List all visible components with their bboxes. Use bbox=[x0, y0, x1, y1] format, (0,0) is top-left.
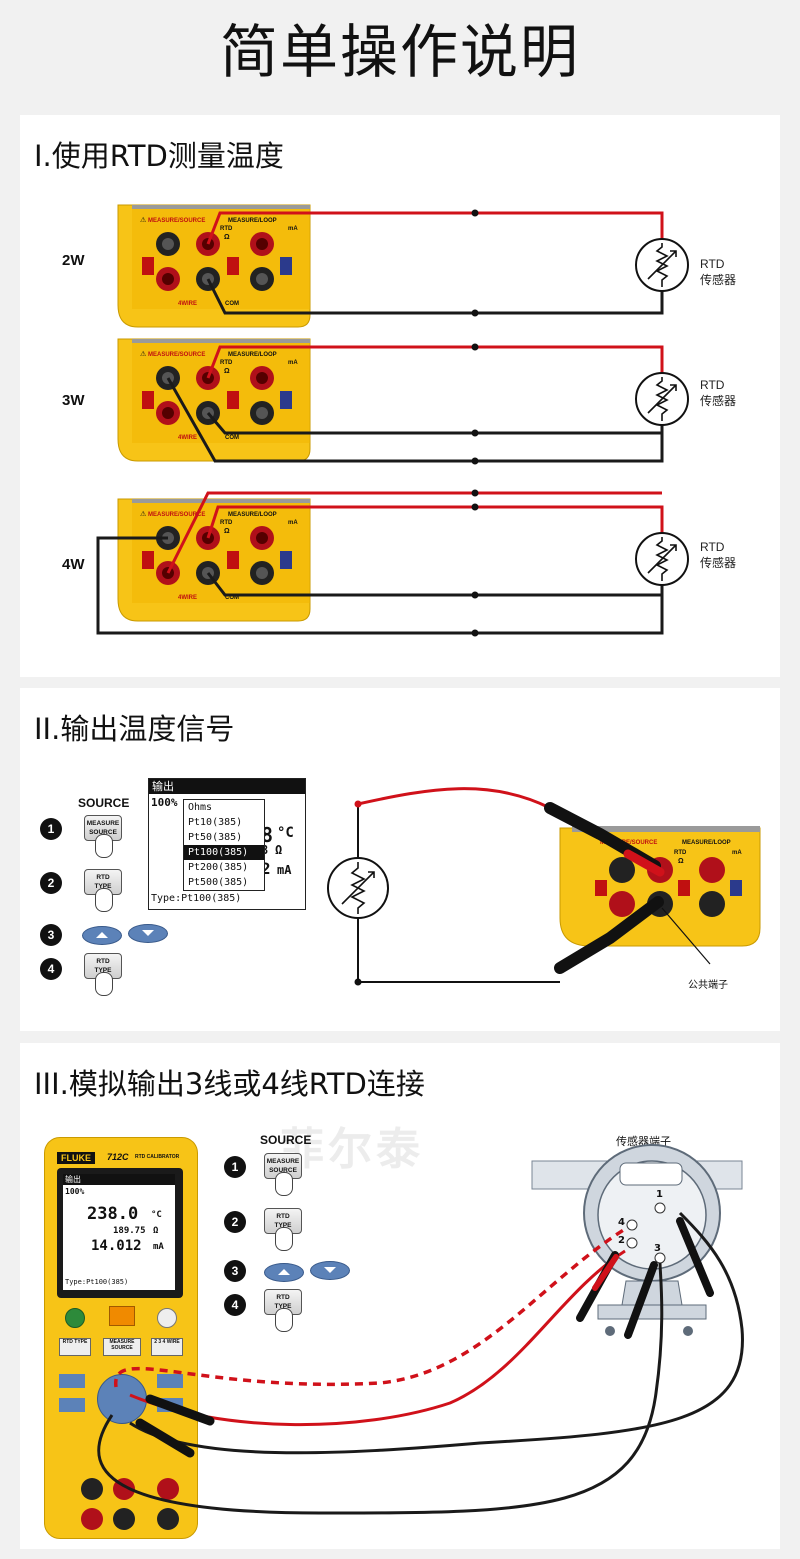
menu-item[interactable]: Pt10(385) bbox=[188, 817, 243, 828]
terminal-3: 3 bbox=[654, 1243, 661, 1254]
svg-text:mA: mA bbox=[732, 850, 742, 856]
lcd-percent: 100% bbox=[151, 796, 178, 809]
source-label: SOURCE bbox=[78, 796, 130, 810]
device-lcd-header: 输出 bbox=[63, 1174, 175, 1185]
menu-item[interactable]: Ohms bbox=[188, 802, 213, 813]
backlight-button[interactable] bbox=[157, 1308, 177, 1328]
lcd-header: 输出 bbox=[149, 779, 305, 794]
svg-text:RTD: RTD bbox=[674, 850, 687, 856]
device-lcd: 输出 100% 238.0 °C 189.75 Ω 14.012 mA Type… bbox=[63, 1174, 175, 1290]
device-ma-value: 14.012 bbox=[91, 1238, 142, 1254]
lcd-footer: Type:Pt100(385) bbox=[151, 893, 242, 904]
menu-item-selected[interactable]: Pt100(385) bbox=[184, 845, 264, 860]
svg-text:MEASURE/LOOP: MEASURE/LOOP bbox=[682, 840, 731, 846]
chevron-down-icon bbox=[142, 930, 154, 936]
side-key[interactable] bbox=[157, 1374, 183, 1388]
jack-red bbox=[157, 1478, 179, 1500]
svg-text:Ω: Ω bbox=[678, 858, 684, 865]
down-arrow-key[interactable] bbox=[310, 1261, 350, 1280]
row-label-3w: 3W bbox=[62, 392, 85, 409]
function-button[interactable] bbox=[109, 1306, 135, 1326]
chevron-up-icon bbox=[96, 932, 108, 938]
step-4: 4 bbox=[40, 958, 62, 980]
brand-logo: FLUKE bbox=[57, 1152, 95, 1164]
model-number: 712C bbox=[107, 1152, 129, 1162]
jack-black bbox=[113, 1508, 135, 1530]
finger-icon bbox=[95, 972, 113, 996]
step-2: 2 bbox=[224, 1211, 246, 1233]
step-2: 2 bbox=[40, 872, 62, 894]
device-screen-frame: 输出 100% 238.0 °C 189.75 Ω 14.012 mA Type… bbox=[57, 1168, 183, 1298]
rtd-type-menu[interactable]: Ohms Pt10(385) Pt50(385) Pt100(385) Pt20… bbox=[183, 799, 265, 891]
sensor-wiring-diagram bbox=[97, 1144, 744, 1515]
power-button[interactable] bbox=[65, 1308, 85, 1328]
chevron-down-icon bbox=[324, 1267, 336, 1273]
step-3: 3 bbox=[224, 1260, 246, 1282]
side-key[interactable] bbox=[59, 1374, 85, 1388]
row-4w bbox=[96, 489, 689, 637]
menu-item[interactable]: Pt200(385) bbox=[188, 862, 249, 873]
measure-source-button[interactable]: MEASURE SOURCE bbox=[103, 1338, 141, 1356]
device-ohm-value: 189.75 bbox=[113, 1226, 146, 1236]
jack-red bbox=[81, 1508, 103, 1530]
rtd-type-button[interactable]: RTD TYPE bbox=[59, 1338, 91, 1356]
section-simulate-rtd: III.模拟输出3线或4线RTD连接 菲尔泰 FLUKE 712C RTD CA… bbox=[20, 1043, 780, 1549]
finger-icon bbox=[275, 1172, 293, 1196]
finger-icon bbox=[275, 1227, 293, 1251]
lcd-unit-ohm: Ω bbox=[275, 843, 283, 857]
device-temp-value: 238.0 bbox=[87, 1204, 139, 1224]
terminal-1: 1 bbox=[656, 1189, 663, 1200]
section-title: I.使用RTD测量温度 bbox=[34, 139, 284, 173]
row-2w bbox=[117, 204, 689, 328]
step-1: 1 bbox=[224, 1156, 246, 1178]
finger-icon bbox=[95, 834, 113, 858]
section-title: III.模拟输出3线或4线RTD连接 bbox=[34, 1067, 425, 1101]
finger-icon bbox=[95, 888, 113, 912]
section-rtd-measure: I.使用RTD测量温度 MEASURE/SOURCE MEASURE/LOOP … bbox=[20, 115, 780, 677]
output-wiring-diagram: MEASURE/SOURCE MEASURE/LOOP RTD Ω mA bbox=[327, 787, 761, 986]
menu-item[interactable]: Pt500(385) bbox=[188, 877, 249, 888]
source-label: SOURCE bbox=[260, 1133, 312, 1147]
step-3: 3 bbox=[40, 924, 62, 946]
wire-button[interactable]: 2 3 4 WIRE bbox=[151, 1338, 183, 1356]
terminal-4: 4 bbox=[618, 1217, 625, 1228]
row-3w bbox=[117, 338, 689, 465]
chevron-up-icon bbox=[278, 1269, 290, 1275]
up-arrow-key[interactable] bbox=[264, 1263, 304, 1282]
lcd-digit: 2 bbox=[261, 859, 271, 878]
watermark: 菲尔泰 bbox=[280, 1124, 424, 1175]
menu-item[interactable]: Pt50(385) bbox=[188, 832, 243, 843]
section-title: II.输出温度信号 bbox=[34, 712, 235, 746]
device-ohm-unit: Ω bbox=[153, 1226, 159, 1236]
lcd-unit-c: °C bbox=[277, 825, 294, 841]
row-label-2w: 2W bbox=[62, 252, 85, 269]
model-subtitle: RTD CALIBRATOR bbox=[135, 1154, 180, 1160]
up-arrow-key[interactable] bbox=[82, 926, 122, 945]
down-arrow-key[interactable] bbox=[128, 924, 168, 943]
calibrator-device: FLUKE 712C RTD CALIBRATOR 输出 100% 238.0 … bbox=[44, 1137, 198, 1539]
step-4: 4 bbox=[224, 1294, 246, 1316]
page-title: 简单操作说明 bbox=[219, 18, 580, 86]
common-terminal-label: 公共端子 bbox=[688, 980, 728, 991]
lcd-unit-ma: mA bbox=[277, 863, 292, 877]
device-lcd-footer: Type:Pt100(385) bbox=[65, 1278, 129, 1286]
step-1: 1 bbox=[40, 818, 62, 840]
device-lcd-percent: 100% bbox=[65, 1187, 85, 1196]
jack-black bbox=[81, 1478, 103, 1500]
terminal-2: 2 bbox=[618, 1235, 625, 1246]
device-ma-unit: mA bbox=[153, 1242, 164, 1252]
rtd-wiring-diagram: MEASURE/SOURCE MEASURE/LOOP RTD Ω mA 4WI… bbox=[96, 204, 689, 637]
device-temp-unit: °C bbox=[151, 1210, 162, 1220]
svg-text:MEASURE/SOURCE: MEASURE/SOURCE bbox=[600, 840, 657, 846]
jack-black bbox=[157, 1508, 179, 1530]
side-key[interactable] bbox=[59, 1398, 85, 1412]
finger-icon bbox=[275, 1308, 293, 1332]
row-label-4w: 4W bbox=[62, 556, 85, 573]
